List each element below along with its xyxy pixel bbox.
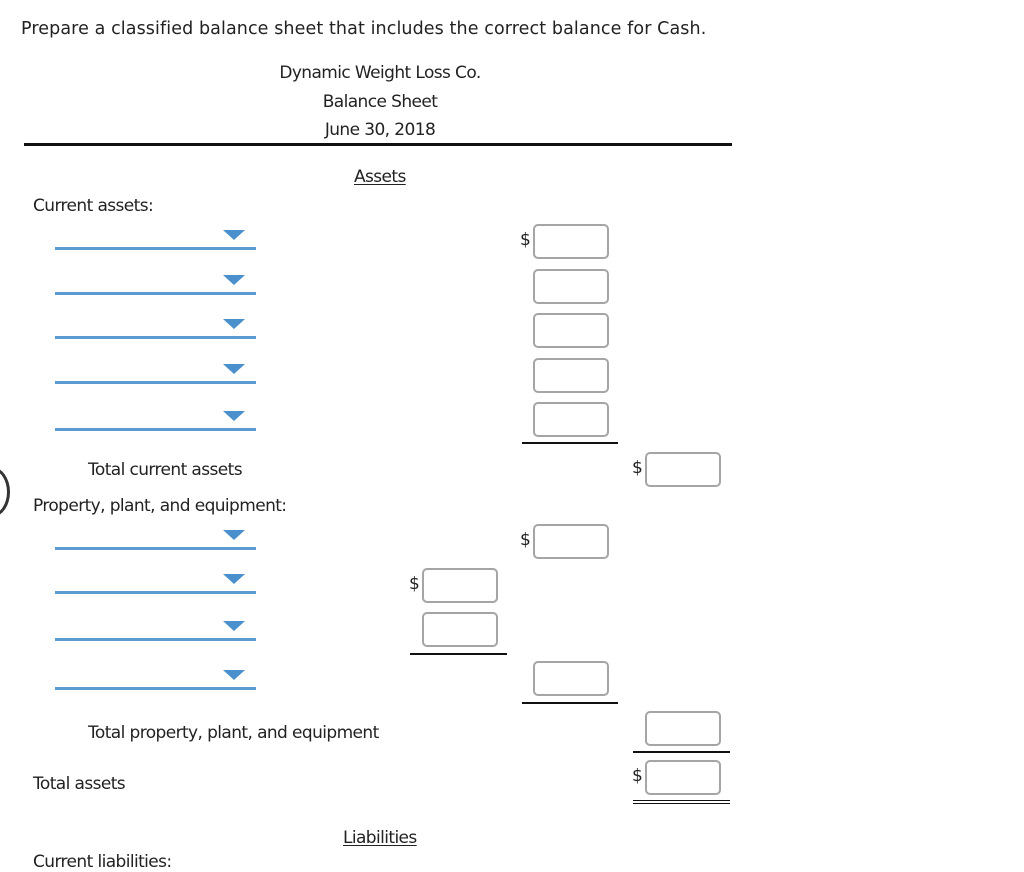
current-asset-account-select-5[interactable]	[55, 404, 256, 431]
side-navigation-circle[interactable]	[0, 467, 10, 517]
chevron-down-icon	[223, 530, 245, 540]
total-assets-amount[interactable]	[645, 760, 721, 795]
subtotal-rule	[633, 751, 730, 753]
current-asset-account-select-3[interactable]	[55, 312, 256, 339]
chevron-down-icon	[223, 621, 245, 631]
ppe-label: Property, plant, and equipment:	[33, 496, 287, 516]
chevron-down-icon	[223, 319, 245, 329]
chevron-down-icon	[223, 670, 245, 680]
current-asset-amount-4[interactable]	[533, 358, 609, 393]
ppe-amount-2[interactable]	[422, 568, 498, 603]
dollar-sign: $	[409, 574, 420, 594]
ppe-account-select-1[interactable]	[55, 523, 256, 550]
total-ppe-amount[interactable]	[645, 711, 721, 746]
total-ppe-label: Total property, plant, and equipment	[88, 723, 379, 743]
statement-date: June 30, 2018	[324, 120, 436, 140]
subtotal-rule	[522, 442, 618, 444]
assets-heading: Assets	[354, 167, 406, 187]
chevron-down-icon	[223, 275, 245, 285]
company-name: Dynamic Weight Loss Co.	[279, 63, 481, 83]
current-asset-account-select-2[interactable]	[55, 268, 256, 295]
ppe-account-select-2[interactable]	[55, 567, 256, 594]
current-liabilities-label: Current liabilities:	[33, 852, 172, 872]
current-asset-amount-3[interactable]	[533, 313, 609, 348]
current-asset-account-select-4[interactable]	[55, 357, 256, 384]
chevron-down-icon	[223, 364, 245, 374]
instruction-text: Prepare a classified balance sheet that …	[21, 19, 707, 39]
header-divider	[24, 143, 732, 146]
ppe-amount-3[interactable]	[422, 612, 498, 647]
total-assets-label: Total assets	[33, 774, 126, 794]
dollar-sign: $	[520, 530, 531, 550]
current-assets-label: Current assets:	[33, 196, 154, 216]
ppe-amount-1[interactable]	[533, 524, 609, 559]
subtotal-rule	[522, 702, 618, 704]
chevron-down-icon	[223, 411, 245, 421]
current-asset-account-select-1[interactable]	[55, 223, 256, 250]
subtotal-rule	[410, 653, 507, 655]
ppe-account-select-3[interactable]	[55, 614, 256, 641]
chevron-down-icon	[223, 574, 245, 584]
ppe-account-select-4[interactable]	[55, 663, 256, 690]
ppe-amount-4[interactable]	[533, 661, 609, 696]
current-asset-amount-2[interactable]	[533, 269, 609, 304]
total-current-assets-label: Total current assets	[88, 460, 243, 480]
statement-title: Balance Sheet	[322, 92, 438, 112]
dollar-sign: $	[520, 230, 531, 250]
dollar-sign: $	[632, 458, 643, 478]
current-asset-amount-1[interactable]	[533, 224, 609, 259]
current-asset-amount-5[interactable]	[533, 402, 609, 437]
chevron-down-icon	[223, 230, 245, 240]
total-current-assets-amount[interactable]	[645, 452, 721, 487]
dollar-sign: $	[632, 766, 643, 786]
liabilities-heading: Liabilities	[343, 828, 417, 848]
total-double-rule	[633, 800, 730, 804]
